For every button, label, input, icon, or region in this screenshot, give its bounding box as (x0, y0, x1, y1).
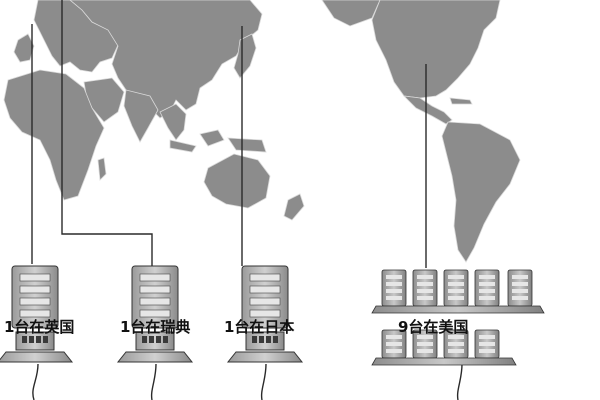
landmass-madagascar (97, 157, 107, 181)
usa-server-5 (507, 269, 533, 307)
server-japan (226, 265, 304, 363)
cable-usa (456, 363, 463, 400)
usa-server-7 (412, 329, 438, 359)
usa-shelf-top (371, 305, 545, 314)
usa-server-4 (474, 269, 500, 307)
landmass-greenland (321, 0, 381, 27)
cable-japan (260, 363, 267, 400)
usa-server-9 (474, 329, 500, 359)
label-sweden: 1台在瑞典 (120, 318, 190, 336)
cable-uk (32, 363, 39, 400)
landmass-indochina (159, 103, 187, 141)
landmass-indonesia-2 (199, 129, 225, 147)
label-usa: 9台在美国 (398, 318, 468, 336)
usa-server-3 (443, 269, 469, 307)
landmass-south-america (441, 121, 521, 263)
world-map (3, 0, 521, 263)
server-cluster-usa (371, 269, 545, 366)
landmass-india (123, 89, 159, 143)
label-japan: 1台在日本 (224, 318, 294, 336)
line-sweden (61, 0, 153, 266)
landmass-indonesia-1 (169, 139, 197, 153)
landmass-north-america (371, 0, 501, 99)
server-sweden (116, 265, 194, 363)
landmass-uk (13, 33, 35, 63)
landmass-new-guinea (227, 137, 267, 153)
usa-server-2 (412, 269, 438, 307)
label-uk: 1台在英国 (4, 318, 74, 336)
landmass-australia (203, 153, 271, 209)
landmass-caribbean (449, 97, 473, 105)
landmass-africa (3, 69, 105, 201)
landmass-new-zealand (283, 193, 305, 221)
connection-lines (31, 0, 463, 400)
landmass-central-america (402, 95, 453, 125)
usa-server-1 (381, 269, 407, 307)
server-uk (0, 265, 74, 363)
landmass-japan (233, 33, 257, 79)
cable-sweden (150, 363, 157, 400)
usa-shelf-bottom (371, 357, 517, 366)
